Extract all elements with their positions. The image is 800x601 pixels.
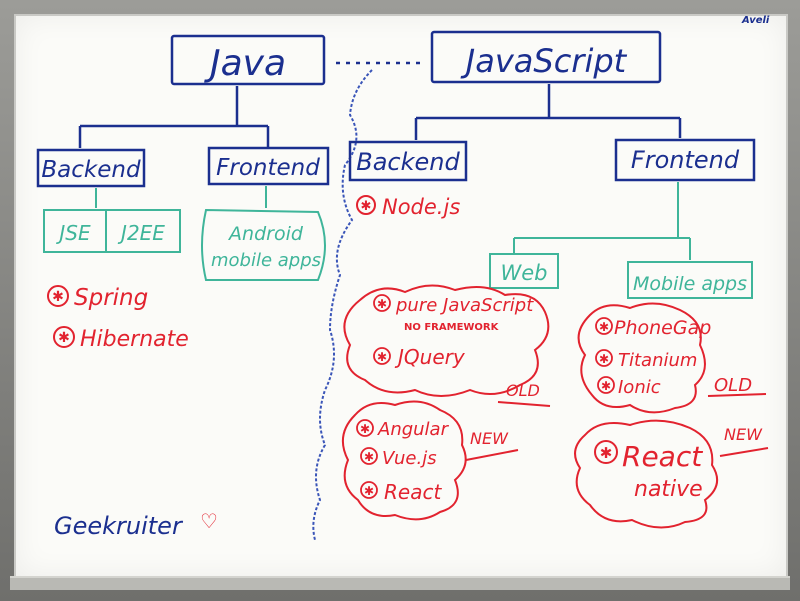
- js-web-box: [489, 253, 559, 289]
- asterisk-icon: [53, 326, 75, 348]
- js-frontend-box: [614, 138, 756, 182]
- mobile-new-native: native: [634, 477, 703, 502]
- asterisk-icon-glyph: ✱: [599, 352, 609, 366]
- java-frontend-android: Android: [227, 223, 304, 245]
- js-frontend-label: Frontend: [631, 146, 740, 174]
- asterisk-icon: [356, 195, 376, 215]
- js-backend-label: Backend: [356, 148, 460, 176]
- heart-icon: ♡: [200, 509, 218, 533]
- asterisk-icon-glyph: ✱: [58, 330, 70, 346]
- web-new-react: React: [384, 480, 442, 504]
- asterisk-icon-glyph: ✱: [377, 297, 387, 311]
- brand-logo: Aveli: [741, 15, 770, 26]
- java-backend-box: [36, 148, 146, 188]
- marker-tray: [10, 576, 790, 590]
- java-title-box: [170, 34, 326, 86]
- whiteboard-surface: [14, 14, 788, 578]
- java-frontend-mobile-apps: mobile apps: [211, 250, 321, 271]
- web-old-no-framework: NO FRAMEWORK: [404, 322, 500, 333]
- web-old-underline: [497, 401, 551, 407]
- web-new-angular: Angular: [377, 419, 450, 440]
- asterisk-icon-glyph: ✱: [600, 444, 613, 462]
- web-new-cloud: [341, 400, 467, 521]
- asterisk-icon-glyph: ✱: [364, 450, 374, 464]
- mobile-old-underline: [707, 393, 767, 397]
- asterisk-icon: [595, 349, 613, 367]
- wavy-divider: [312, 69, 373, 541]
- asterisk-icon: [360, 447, 378, 465]
- mobile-new-underline: [719, 447, 769, 457]
- asterisk-icon: [373, 294, 391, 312]
- js-mobile-label: Mobile apps: [633, 273, 747, 295]
- asterisk-icon: [47, 285, 69, 307]
- signature: Geekruiter: [54, 512, 184, 540]
- asterisk-icon: [360, 481, 378, 499]
- java-backend-item-j2ee: J2EE: [117, 221, 165, 245]
- web-old-jquery: JQuery: [394, 345, 466, 369]
- js-web-label: Web: [500, 261, 547, 285]
- asterisk-icon-glyph: ✱: [601, 379, 611, 393]
- java-backend-label: Backend: [41, 157, 141, 183]
- java-framework-hibernate-label: Hibernate: [80, 327, 189, 352]
- java-frontend-box: [207, 146, 330, 186]
- javascript-title: JavaScript: [460, 42, 628, 80]
- java-frontend-items-box: [201, 208, 326, 281]
- java-backend-items-box: [43, 209, 181, 253]
- mobile-new-label: NEW: [724, 425, 763, 444]
- java-title: Java: [204, 43, 286, 84]
- asterisk-icon: [594, 440, 618, 464]
- web-new-vuejs: Vue.js: [382, 448, 437, 469]
- asterisk-icon-glyph: ✱: [599, 320, 609, 334]
- javascript-title-box: [430, 30, 662, 84]
- js-backend-box: [348, 140, 468, 182]
- mobile-new-cloud: [574, 419, 719, 529]
- web-old-label: OLD: [506, 381, 540, 400]
- java-framework-spring: ✱ Spring: [47, 285, 148, 311]
- js-mobile-box: [627, 261, 753, 299]
- asterisk-icon-glyph: ✱: [52, 289, 64, 305]
- web-old-pure-js: pure JavaScript: [395, 295, 534, 316]
- js-backend-nodejs: Node.js: [382, 195, 460, 219]
- mobile-old-cloud: [577, 302, 706, 414]
- mobile-old-titanium: Titanium: [618, 350, 697, 371]
- java-framework-spring-label: Spring: [74, 285, 148, 311]
- asterisk-icon: [356, 419, 374, 437]
- web-old-cloud: [343, 284, 550, 397]
- asterisk-icon-glyph: ✱: [361, 199, 372, 214]
- mobile-new-react: React: [622, 440, 703, 473]
- asterisk-icon-glyph: ✱: [364, 484, 374, 498]
- asterisk-icon: [595, 317, 613, 335]
- mobile-old-ionic: Ionic: [618, 377, 661, 398]
- asterisk-icon-glyph: ✱: [377, 350, 387, 364]
- java-framework-hibernate: ✱ Hibernate: [53, 326, 189, 352]
- asterisk-icon: [597, 376, 615, 394]
- asterisk-icon-glyph: ✱: [360, 422, 370, 436]
- java-frontend-label: Frontend: [216, 155, 320, 181]
- java-backend-item-jse: JSE: [55, 221, 91, 245]
- asterisk-icon: [373, 347, 391, 365]
- web-new-label: NEW: [470, 429, 509, 448]
- mobile-old-phonegap: PhoneGap: [614, 317, 711, 339]
- web-new-underline: [465, 449, 519, 461]
- mobile-old-label: OLD: [714, 375, 752, 396]
